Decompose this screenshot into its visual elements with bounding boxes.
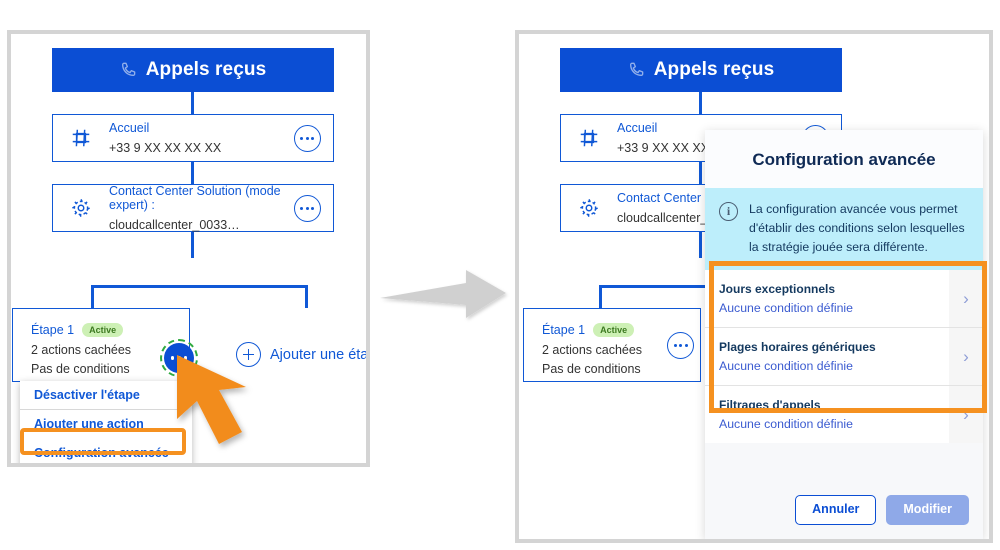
menu-item-configuration-avancee[interactable]: Configuration avancée (20, 439, 182, 463)
node-menu-button[interactable] (281, 194, 333, 222)
step-card-content: Étape 1 Active 2 actions cachées Pas de … (31, 323, 131, 379)
right-screenshot-panel: Appels reçus Accueil +33 9 XX XX XX XX (515, 30, 993, 543)
node-title: Contact Center Solu (617, 191, 730, 206)
keypad-icon (561, 127, 617, 149)
node-accueil[interactable]: Accueil +33 9 XX XX XX XX (52, 114, 334, 162)
connector-branch-left-stub (91, 285, 94, 308)
node-contact-center-body: Contact Center Solu cloudcallcenter_003 (617, 191, 789, 225)
menu-item-ajouter-action[interactable]: Ajouter une action (34, 417, 144, 431)
condition-row-filtrages-appels[interactable]: Filtrages d'appels Aucune condition défi… (705, 386, 983, 444)
step-conditions: Pas de conditions (542, 361, 641, 376)
step-name: Étape 1 (31, 323, 75, 337)
chevron-right-icon[interactable]: › (949, 386, 983, 444)
flow-header-label: Appels reçus (653, 59, 775, 80)
add-step-label: Ajouter une étape (270, 346, 369, 363)
step-card[interactable]: Étape 1 Active 2 actions cachées Pas de … (523, 308, 701, 382)
node-accueil-body: Accueil +33 9 XX XX XX XX (617, 121, 789, 155)
cancel-button[interactable]: Annuler (795, 495, 877, 525)
connector-node2-down (699, 232, 702, 258)
step-card-content: Étape 1 Active 2 actions cachées Pas de … (542, 323, 642, 379)
condition-status: Aucune condition définie (719, 301, 853, 316)
condition-main: Jours exceptionnels Aucune condition déf… (705, 270, 949, 327)
info-icon: i (719, 202, 738, 221)
condition-title: Filtrages d'appels (719, 398, 821, 413)
connector-node1-to-node2 (699, 162, 702, 184)
context-menu[interactable]: Désactiver l'étape Ajouter une action Co… (20, 381, 192, 463)
node-subtitle: +33 9 XX XX XX XX (617, 140, 730, 155)
condition-row-jours-exceptionnels[interactable]: Jours exceptionnels Aucune condition déf… (705, 270, 983, 329)
phone-icon (120, 62, 136, 78)
phone-icon (628, 62, 644, 78)
ellipsis-icon[interactable] (293, 194, 321, 222)
connector-node1-to-node2 (191, 162, 194, 184)
ellipsis-icon[interactable] (293, 124, 321, 152)
node-title: Contact Center Solution (mode expert) : (109, 183, 281, 213)
condition-status: Aucune condition définie (719, 359, 853, 374)
modify-button[interactable]: Modifier (886, 495, 969, 525)
flow-header-left: Appels reçus (52, 48, 334, 92)
dialog-info-banner: i La configuration avancée vous permet d… (705, 188, 983, 271)
gear-icon (561, 197, 617, 219)
gray-right-arrow (378, 266, 513, 329)
connector-branch-left-stub (599, 285, 602, 308)
ellipsis-icon[interactable] (667, 332, 694, 359)
flow-header-label: Appels reçus (145, 59, 267, 80)
condition-title: Jours exceptionnels (719, 282, 836, 297)
node-title: Accueil (109, 121, 150, 136)
condition-status: Aucune condition définie (719, 417, 853, 432)
dialog-title: Configuration avancée (705, 130, 983, 188)
step-name: Étape 1 (542, 323, 586, 337)
condition-main: Filtrages d'appels Aucune condition défi… (705, 386, 949, 443)
chevron-right-icon[interactable]: › (949, 328, 983, 386)
condition-title: Plages horaires génériques (719, 340, 876, 355)
gear-icon (53, 197, 109, 219)
condition-main: Plages horaires génériques Aucune condit… (705, 328, 949, 385)
step-header-row: Étape 1 Active (31, 323, 131, 337)
connector-branch-right-stub (305, 285, 308, 308)
step-conditions: Pas de conditions (31, 361, 130, 376)
orange-cursor-arrow (174, 352, 294, 462)
node-title: Accueil (617, 121, 658, 136)
flow-header-right: Appels reçus (560, 48, 842, 92)
add-step-button[interactable]: Ajouter une étape (236, 342, 369, 367)
node-contact-center[interactable]: Contact Center Solution (mode expert) : … (52, 184, 334, 232)
step-actions-count: 2 actions cachées (31, 343, 132, 357)
conditions-list: Jours exceptionnels Aucune condition déf… (705, 270, 983, 444)
connector-header-to-node1 (191, 92, 194, 114)
advanced-configuration-dialog: Configuration avancée i La configuration… (705, 130, 983, 539)
node-accueil-body: Accueil +33 9 XX XX XX XX (109, 121, 281, 155)
step-menu-button[interactable] (667, 332, 694, 359)
step-header-row: Étape 1 Active (542, 323, 642, 337)
plus-circle-icon (236, 342, 261, 367)
dialog-footer: Annuler Modifier (795, 495, 969, 525)
node-subtitle: cloudcallcenter_0033… (109, 217, 240, 232)
keypad-icon (53, 127, 109, 149)
status-badge: Active (593, 323, 635, 337)
step-actions-count: 2 actions cachées (542, 343, 643, 357)
menu-item-desactiver[interactable]: Désactiver l'étape (20, 381, 182, 410)
dialog-info-text: La configuration avancée vous permet d'é… (749, 202, 965, 255)
node-contact-center-body: Contact Center Solution (mode expert) : … (109, 184, 281, 232)
connector-node2-down (191, 232, 194, 258)
node-menu-button[interactable] (281, 124, 333, 152)
status-badge: Active (82, 323, 124, 337)
connector-header-to-node1 (699, 92, 702, 114)
node-subtitle: +33 9 XX XX XX XX (109, 140, 222, 155)
node-subtitle: cloudcallcenter_003 (617, 210, 729, 225)
step-card[interactable]: Étape 1 Active 2 actions cachées Pas de … (12, 308, 190, 382)
condition-row-plages-horaires[interactable]: Plages horaires génériques Aucune condit… (705, 328, 983, 387)
connector-branch-horizontal (91, 285, 308, 288)
chevron-right-icon[interactable]: › (949, 270, 983, 328)
left-screenshot-panel: Appels reçus Accueil +33 9 XX XX XX XX (7, 30, 370, 467)
